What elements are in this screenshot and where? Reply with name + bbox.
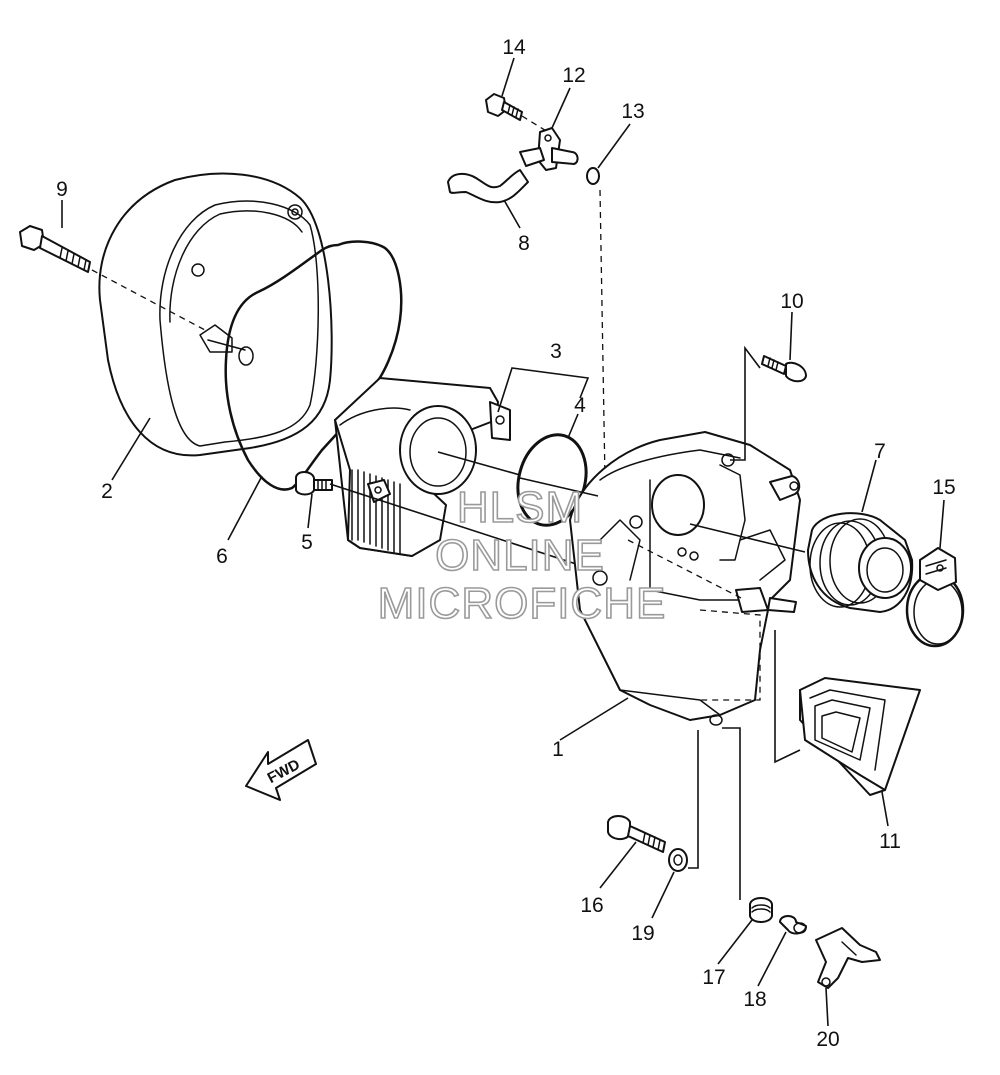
part-19-washer [668,848,688,872]
assembly-line-5 [329,483,611,576]
callout-9: 9 [56,178,68,201]
part-14-screw [485,93,523,121]
callout-20: 20 [816,1028,839,1051]
callout-13: 13 [621,100,644,123]
callout-6: 6 [216,545,228,568]
callout-12: 12 [562,64,585,87]
callout-17: 17 [702,966,725,989]
watermark: HLSM ONLINE MICROFICHE [377,482,667,629]
callout-15: 15 [932,476,955,499]
watermark-line-3: MICROFICHE [378,579,667,628]
part-8-hose [447,169,529,204]
part-20-bracket [815,927,881,989]
assembly-line-1-7 [689,523,806,553]
callout-7: 7 [874,440,886,463]
callout-3: 3 [550,340,562,363]
part-10-screw [761,355,807,383]
part-17-grommet [749,897,773,923]
assembly-line-3 [437,451,521,476]
callout-16: 16 [580,894,603,917]
assembly-line-4 [519,477,599,497]
callout-8: 8 [518,232,530,255]
part-13-small-o-ring [586,167,600,185]
watermark-line-1: HLSM [457,483,583,532]
watermark-line-2: ONLINE [435,531,605,580]
callout-labels: 1 2 3 4 5 6 7 8 9 10 11 12 13 14 15 16 1… [56,36,956,1051]
leader-lines [61,57,945,1027]
part-15-clamp [905,547,965,648]
part-9-bolt [19,225,91,273]
callout-1: 1 [552,738,564,761]
part-7-joint [807,512,914,613]
part-12-joint [519,127,579,171]
callout-18: 18 [743,988,766,1011]
forward-direction-arrow: FWD [245,739,317,801]
part-3-filter-element [334,377,511,557]
part-6-gasket [224,240,403,491]
callout-19: 19 [631,922,654,945]
callout-4: 4 [574,394,586,417]
part-5-screw [295,471,333,496]
part-16-bolt [607,815,666,853]
part-2-case-cover [98,172,333,457]
callout-10: 10 [780,290,803,313]
part-18-collar [779,915,807,935]
callout-2: 2 [101,480,113,503]
callout-5: 5 [301,531,313,554]
part-1-filter-case [569,431,801,726]
assembly-line-17 [722,727,741,900]
assembly-line-10 [730,345,761,461]
assembly-line-11 [774,630,801,764]
assembly-line-13 [599,189,606,481]
part-11-inlet [799,677,921,796]
assembly-line-16 [688,730,699,869]
callout-11: 11 [879,830,901,853]
callout-14: 14 [502,36,526,59]
assembly-line-14 [521,115,549,133]
